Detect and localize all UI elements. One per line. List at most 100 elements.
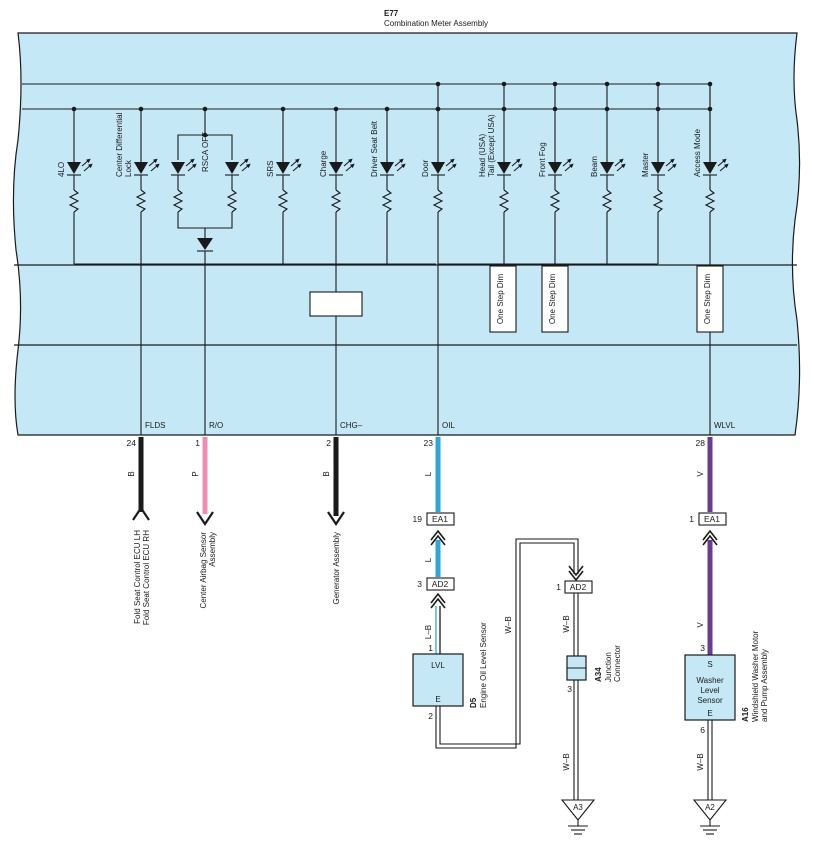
chg-wire-color: B bbox=[322, 471, 331, 476]
double-arrow-icon bbox=[430, 597, 446, 609]
double-arrow-icon bbox=[430, 592, 446, 604]
a34-code: A34 bbox=[594, 667, 603, 682]
led-indicator bbox=[651, 81, 677, 264]
indicator-label: Head (USA)Tail (Except USA) bbox=[478, 114, 496, 177]
meter-name: Combination Meter Assembly bbox=[384, 19, 488, 28]
a16-ground-wire-color: W–B bbox=[696, 753, 705, 770]
a16-washer-level-sensor bbox=[684, 654, 736, 721]
ad2-connector-oil bbox=[426, 577, 455, 591]
terminal-ro: R/O bbox=[209, 421, 223, 430]
d5-code: D5 bbox=[469, 697, 478, 708]
indicator-label: Beam bbox=[590, 156, 599, 177]
wlvl-wire-color: V bbox=[696, 471, 705, 477]
led-indicator bbox=[431, 81, 457, 213]
ea1-pin-oil: 19 bbox=[413, 514, 423, 524]
wlvl-wire-color-2: V bbox=[696, 622, 705, 628]
terminal-wlvl: WLVL bbox=[714, 421, 736, 430]
pin-oil: 23 bbox=[424, 438, 434, 448]
d5-pin-top: 1 bbox=[428, 643, 433, 653]
led-indicator bbox=[225, 158, 251, 213]
ea1-label-oil: EA1 bbox=[432, 514, 448, 524]
oil-lower-wire-color: L–B bbox=[424, 625, 433, 639]
led-indicator bbox=[276, 106, 302, 264]
indicator-label: RSCA OFF bbox=[201, 132, 210, 172]
ground-a3-icon bbox=[568, 820, 588, 835]
ea1-label-wlvl: EA1 bbox=[704, 514, 720, 524]
ground-a2-icon bbox=[700, 820, 720, 835]
chg-destination: Generator Assembly bbox=[332, 532, 341, 604]
indicator-group: 4LO Center DifferentialLock RSCA OFF SRS Cha… bbox=[57, 81, 729, 266]
indicator-label: Driver Seat Belt bbox=[370, 120, 379, 177]
indicator-label: Access Mode bbox=[693, 128, 702, 177]
dim-box-access: One Step Dim bbox=[696, 265, 724, 333]
ea1-connector-wlvl bbox=[698, 512, 727, 526]
d5-pin-bottom: 2 bbox=[428, 711, 433, 721]
bus-node bbox=[435, 106, 441, 112]
led-indicator bbox=[134, 106, 160, 213]
ground-a3-label: A3 bbox=[573, 803, 583, 812]
indicator-label: 4LO bbox=[57, 162, 66, 177]
a34-ground-wire-color: W–B bbox=[562, 753, 571, 770]
a16-bottom-terminal: E bbox=[707, 709, 712, 718]
jc-wire-color: W–B bbox=[562, 615, 571, 632]
indicator-label: Center DifferentialLock bbox=[115, 112, 133, 177]
double-arrow-icon bbox=[568, 570, 584, 582]
led-indicator bbox=[329, 106, 355, 213]
led-indicator bbox=[703, 81, 729, 213]
dim-box-head: One Step Dim bbox=[489, 265, 517, 333]
dim-label: One Step Dim bbox=[548, 274, 557, 325]
wb-loop-outer bbox=[435, 538, 579, 749]
indicator-label: Master bbox=[641, 152, 650, 177]
flds-arrow-icon bbox=[132, 506, 150, 521]
ad2-label-junction: AD2 bbox=[570, 582, 587, 592]
indicator-label: Door bbox=[421, 159, 430, 177]
chg-arrow-icon bbox=[327, 511, 345, 526]
led-indicator bbox=[171, 158, 197, 213]
wb-loop-inner bbox=[439, 542, 575, 745]
pin-ro: 1 bbox=[195, 438, 200, 448]
ea1-connector-oil bbox=[426, 512, 455, 526]
dim-label: One Step Dim bbox=[496, 274, 505, 325]
double-arrow-icon bbox=[702, 534, 718, 546]
oil-wire-color-2: L bbox=[424, 557, 433, 562]
pin-flds: 24 bbox=[127, 438, 137, 448]
a34-pin-bottom: 3 bbox=[567, 684, 572, 694]
ground-a2-triangle bbox=[692, 799, 728, 821]
a16-pin-top: 3 bbox=[700, 643, 705, 653]
a16-top-terminal: S bbox=[707, 660, 712, 669]
ad2-pin-oil: 3 bbox=[417, 579, 422, 589]
double-arrow-icon bbox=[430, 529, 446, 541]
led-indicator bbox=[380, 106, 406, 264]
dim-label: One Step Dim bbox=[703, 274, 712, 325]
ro-destination: Center Airbag SensorAssembly bbox=[199, 532, 217, 609]
indicator-label: Charge bbox=[319, 150, 328, 177]
double-arrow-icon bbox=[430, 534, 446, 546]
led-indicator bbox=[497, 81, 523, 266]
ea1-pin-wlvl: 1 bbox=[689, 514, 694, 524]
ro-arrow-icon bbox=[196, 511, 214, 526]
d5-oil-level-sensor bbox=[412, 653, 464, 707]
diode-icon bbox=[197, 238, 213, 250]
led-indicator bbox=[548, 81, 574, 266]
led-indicator bbox=[67, 106, 93, 264]
terminal-flds: FLDS bbox=[145, 421, 165, 430]
a34-name: JunctionConnector bbox=[604, 645, 622, 682]
terminal-chg: CHG– bbox=[340, 421, 363, 430]
double-arrow-icon bbox=[702, 529, 718, 541]
meter-code: E77 bbox=[384, 9, 399, 18]
indicator-label: SRS bbox=[266, 161, 275, 177]
indicator-label: Front Fog bbox=[538, 142, 547, 177]
ad2-pin-junction: 1 bbox=[556, 582, 561, 592]
loop-wire-color: W–B bbox=[504, 616, 513, 633]
ad2-label-oil: AD2 bbox=[432, 579, 449, 589]
pin-chg: 2 bbox=[326, 438, 331, 448]
ground-a3-triangle bbox=[560, 799, 596, 821]
terminal-oil: OIL bbox=[442, 421, 455, 430]
flds-destination: Fold Seat Control ECU LHFold Seat Contro… bbox=[133, 530, 151, 625]
a16-name: Windshield Washer Motorand Pump Assembly bbox=[751, 630, 769, 722]
ro-wire-color: P bbox=[191, 471, 200, 476]
a16-pin-bottom: 6 bbox=[700, 725, 705, 735]
d5-bottom-terminal: E bbox=[435, 695, 440, 704]
